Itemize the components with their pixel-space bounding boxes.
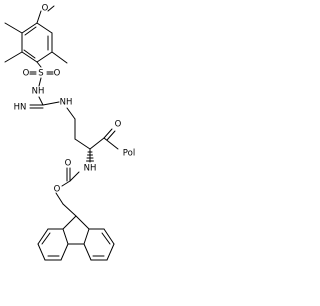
resin-label: Pol — [123, 149, 135, 159]
fluorene-right-ring — [83, 228, 115, 261]
carbamate-bonds — [55, 167, 80, 217]
carbonyl-o-label: O — [115, 120, 122, 130]
sulfonyl-bonds — [29, 61, 54, 87]
carbamate-o-label: O — [54, 185, 61, 195]
side-chain-bonds — [66, 107, 119, 150]
methoxy-o-label: O — [42, 4, 49, 14]
sulfonyl-s-label: S — [38, 69, 43, 79]
stereo-wedge — [86, 148, 94, 163]
imine-hn-label: HN — [14, 103, 27, 113]
guanidine-nh-label: NH — [60, 98, 73, 108]
methoxy-group — [36, 5, 55, 24]
guanidine-bonds — [29, 96, 60, 109]
methyl-groups — [4, 22, 68, 64]
alpha-nh-label: NH — [84, 164, 97, 174]
fluorene-five-ring — [62, 215, 90, 245]
sulfonyl-o-left-label: O — [23, 69, 30, 79]
aryl-ring — [21, 22, 53, 63]
fluorene-left-ring — [37, 228, 69, 261]
sulfonamide-nh-label: NH — [32, 87, 45, 97]
chemical-structure: O O S O NH HN NH O Pol NH O O — [4, 4, 135, 261]
carbamate-o-top-label: O — [65, 159, 72, 169]
sulfonyl-o-right-label: O — [54, 69, 61, 79]
